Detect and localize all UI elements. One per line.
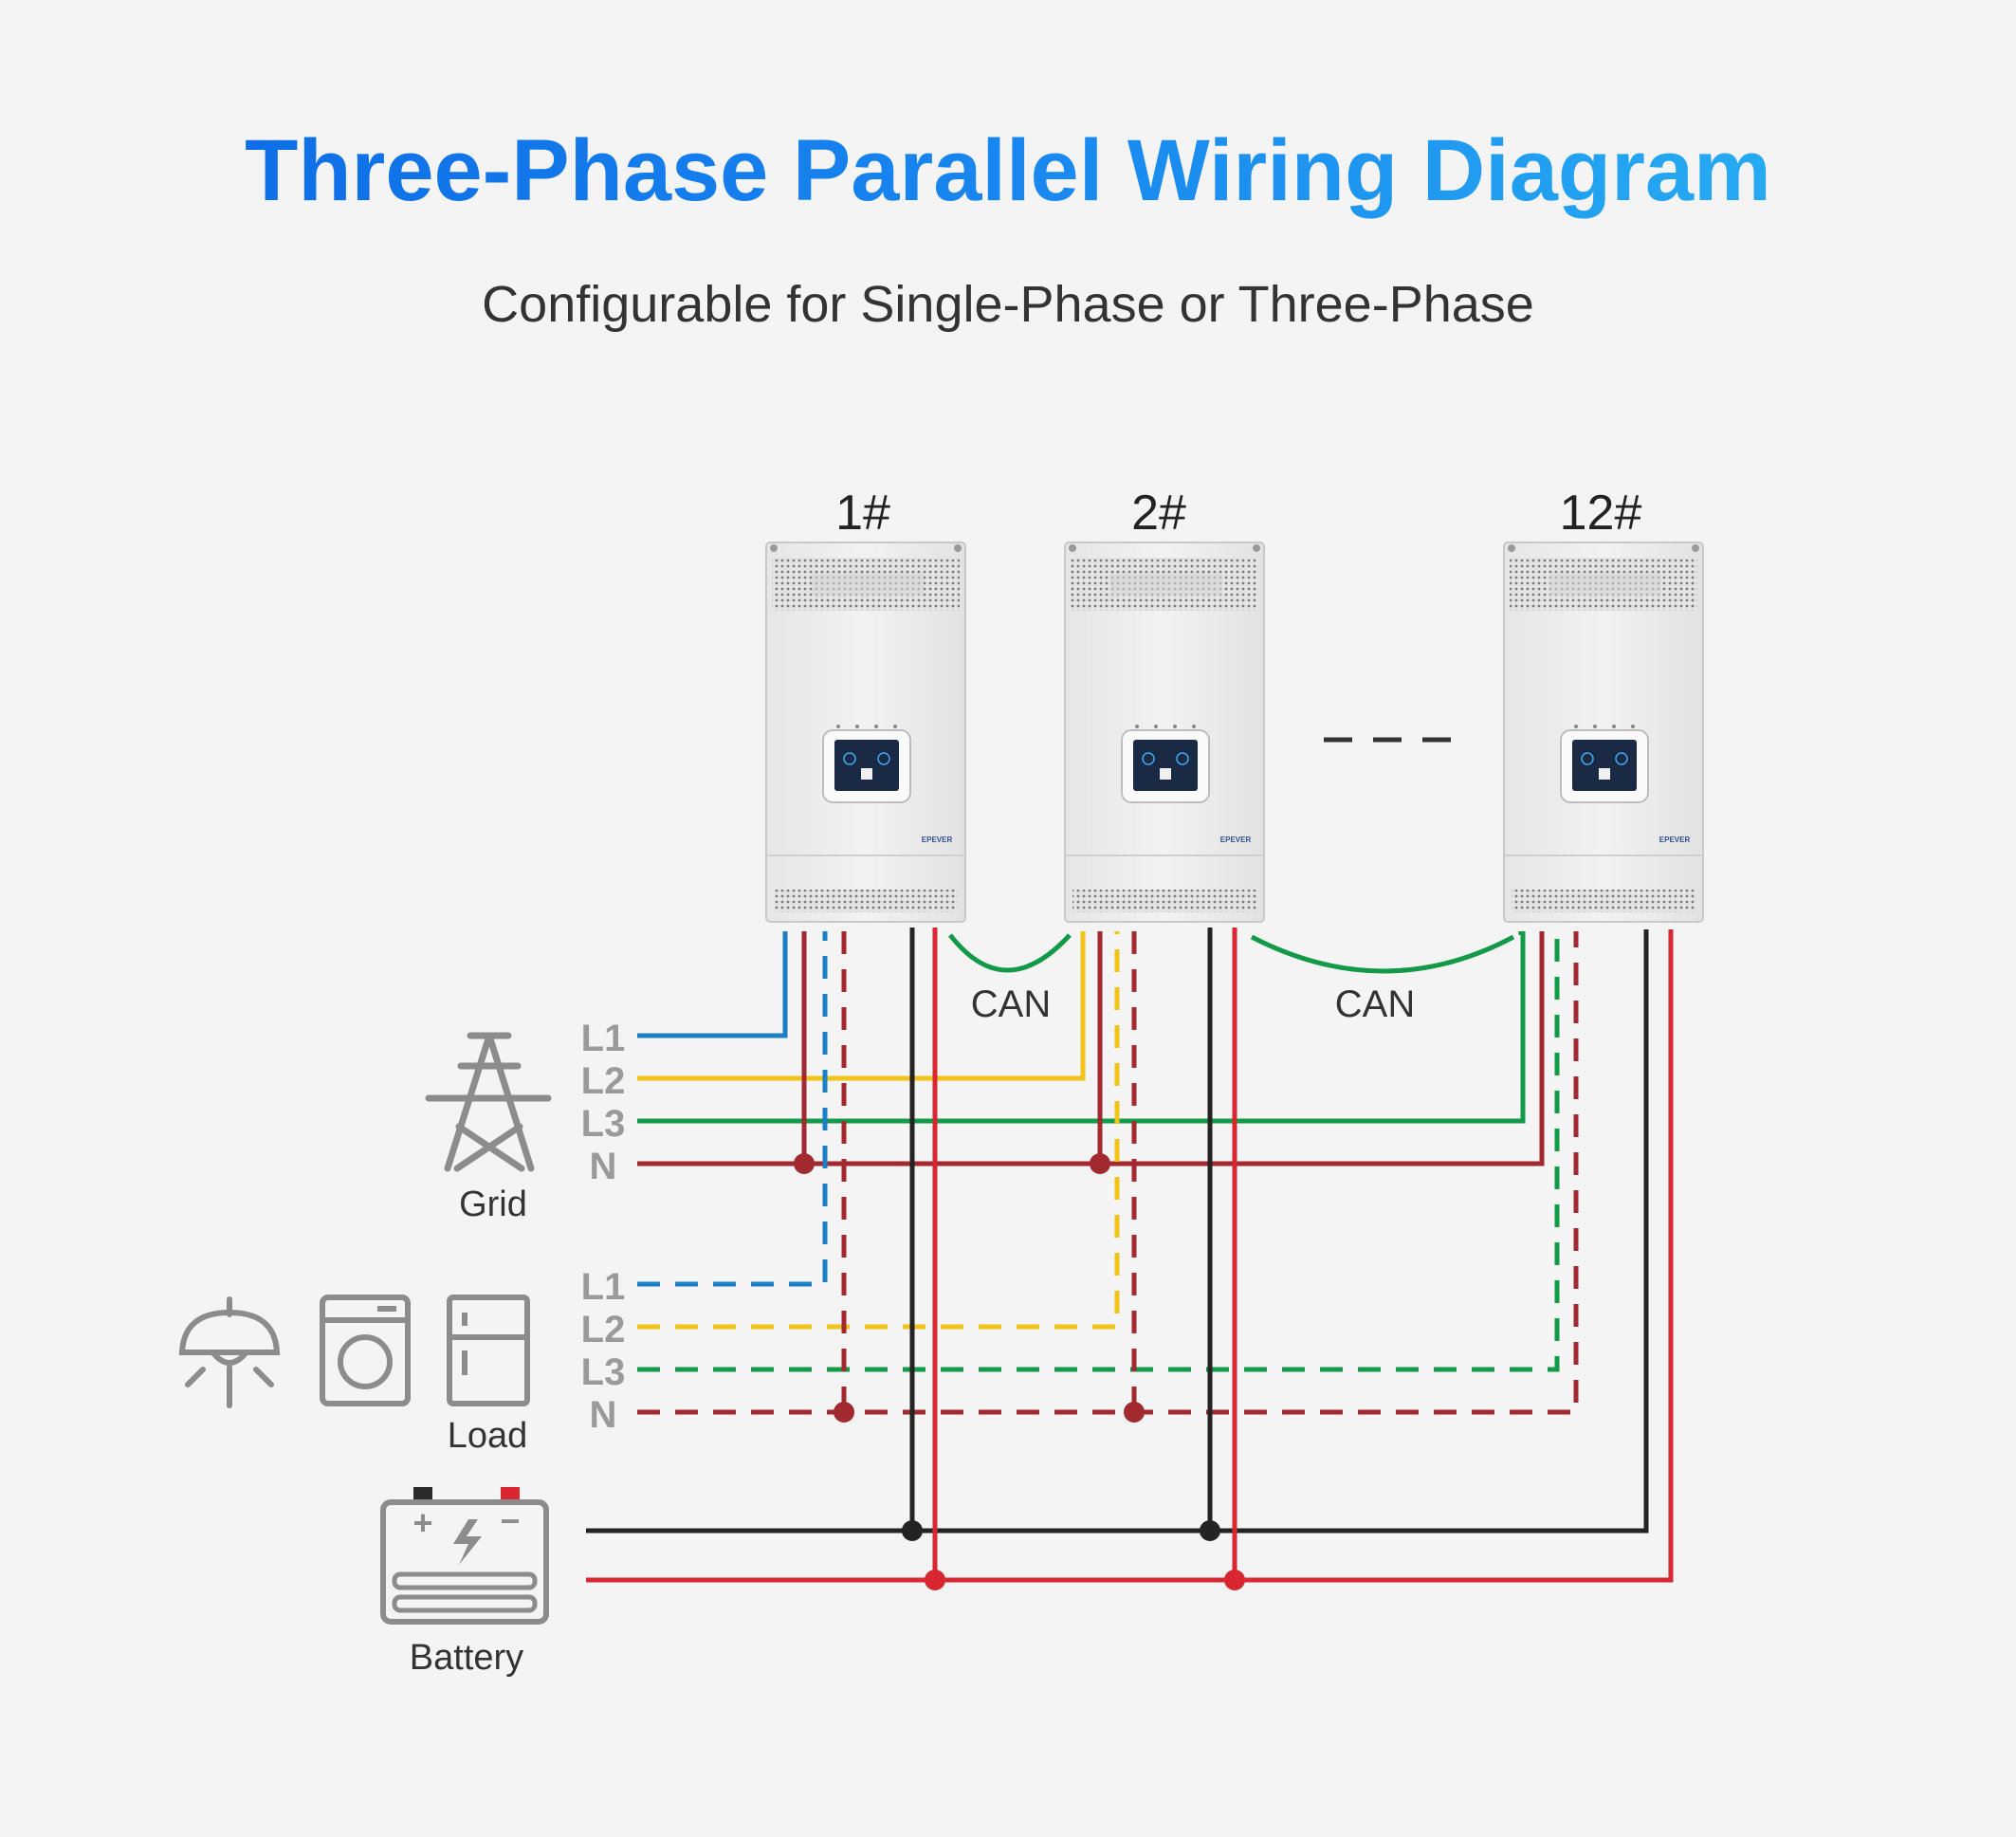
grid-l2-label: L2 [581, 1060, 626, 1102]
load-n-junction-2 [1124, 1402, 1145, 1423]
load-l3-label: L3 [581, 1351, 626, 1393]
can-link-2-12 [1250, 934, 1515, 974]
lcd-screen [1133, 740, 1198, 791]
load-n-label: N [590, 1394, 617, 1436]
inverter-label: 12# [1560, 486, 1642, 541]
inverter-unit-2: 2# EPEVER [1064, 486, 1265, 923]
load-label: Load [448, 1416, 528, 1456]
grid-line-labels: L1 L2 L3 N [581, 1018, 626, 1187]
battery-pos-sign: + [412, 1503, 432, 1542]
power-tower-icon [425, 1032, 552, 1172]
load-l1-wire [637, 931, 828, 1287]
status-led-row [1574, 725, 1635, 728]
page-title: Three-Phase Parallel Wiring Diagram [0, 121, 2016, 221]
grid-l3-label: L3 [581, 1103, 626, 1145]
load-l3-wire [637, 931, 1560, 1372]
grid-wiring [637, 931, 1545, 1166]
status-led-row [836, 725, 897, 728]
brand-logo: EPEVER [1659, 836, 1691, 844]
washing-machine-icon [320, 1295, 411, 1406]
load-l2-wire [637, 931, 1120, 1330]
battery-pos-bus [586, 929, 1674, 1583]
can-link-1-2 [948, 933, 1072, 973]
load-l1-label: L1 [581, 1266, 626, 1308]
battery-neg-junction-1 [902, 1520, 923, 1541]
battery-neg-sign: − [500, 1501, 520, 1540]
battery-neg-junction-2 [1200, 1520, 1220, 1541]
can-label: CAN [1335, 983, 1415, 1025]
grid-n-junction-1 [794, 1153, 815, 1174]
grid-n-wire [637, 931, 1545, 1166]
load-wiring [637, 931, 1579, 1415]
load-n-junction-1 [834, 1402, 854, 1423]
load-l2-label: L2 [581, 1309, 626, 1350]
grid-l1-wire [637, 931, 788, 1038]
battery-label: Battery [410, 1638, 523, 1678]
can-label: CAN [971, 983, 1051, 1025]
grid-l2-wire [637, 931, 1086, 1081]
grid-n-label: N [590, 1146, 617, 1187]
grid-n-junction-2 [1090, 1153, 1110, 1174]
inverter-unit-12: 12# EPEVER [1503, 486, 1704, 923]
grid-label: Grid [459, 1185, 527, 1224]
battery-neg-bus [586, 929, 1649, 1534]
battery-pos-junction-1 [925, 1570, 945, 1590]
inverter-unit-1: 1# EPEVER [765, 486, 966, 923]
inverter-label: 1# [835, 486, 890, 541]
battery-icon: + − [380, 1487, 549, 1625]
grid-l3-wire [637, 931, 1526, 1124]
lcd-screen [1572, 740, 1637, 791]
load-line-labels: L1 L2 L3 N [581, 1266, 626, 1436]
grid-l1-label: L1 [581, 1018, 626, 1059]
refrigerator-icon [447, 1295, 530, 1406]
lcd-screen [834, 740, 899, 791]
inverter-label: 2# [1131, 486, 1186, 541]
battery-wiring [586, 928, 1674, 1583]
ceiling-lamp-icon [178, 1296, 281, 1408]
brand-logo: EPEVER [922, 836, 953, 844]
load-n-wire [637, 931, 1579, 1415]
status-led-row [1135, 725, 1196, 728]
battery-pos-junction-2 [1224, 1570, 1245, 1590]
brand-logo: EPEVER [1220, 836, 1252, 844]
page-subtitle: Configurable for Single-Phase or Three-P… [482, 276, 1534, 333]
